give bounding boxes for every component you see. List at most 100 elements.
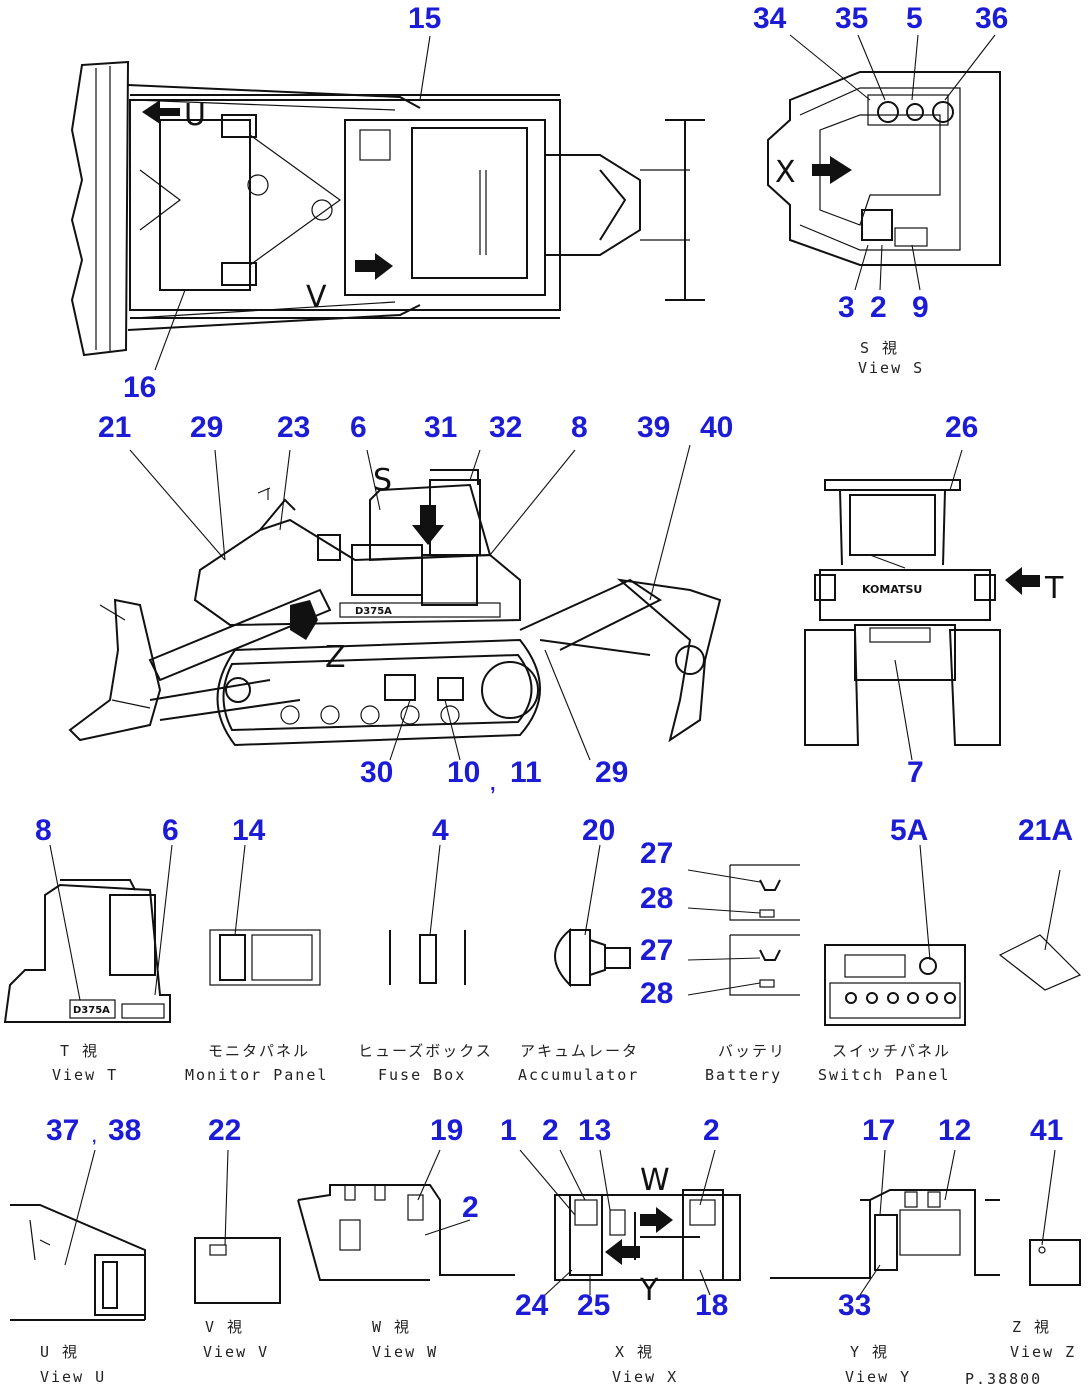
callout-21: 21 [98, 411, 131, 444]
callout-33: 33 [838, 1289, 871, 1322]
caption-view-w-en: View W [372, 1343, 438, 1361]
caption-monitor-jp: モニタパネル [208, 1042, 310, 1060]
view-letter-x: X [775, 155, 796, 190]
callout-21A: 21A [1018, 814, 1073, 847]
caption-battery-en: Battery [705, 1066, 782, 1084]
view-v-drawing [194, 1149, 281, 1304]
callout-12: 12 [938, 1114, 971, 1147]
caption-accum-jp: アキュムレータ [520, 1042, 639, 1060]
callout-41: 41 [1030, 1114, 1063, 1147]
accumulator-drawing [554, 844, 631, 988]
caption-switch-jp: スイッチパネル [832, 1042, 951, 1060]
view-y-drawing [770, 1149, 1000, 1296]
fuse-box-drawing [389, 844, 466, 985]
callout-15: 15 [408, 2, 441, 35]
callout-38: 38 [108, 1114, 141, 1147]
callout-36: 36 [975, 2, 1008, 35]
view-w-drawing [297, 1149, 515, 1281]
callout-2-view-x: 2 [542, 1114, 559, 1147]
callout-37: 37 [46, 1114, 79, 1147]
callout-2: 2 [870, 291, 887, 324]
callout-19: 19 [430, 1114, 463, 1147]
callout-2-view-w: 2 [462, 1191, 479, 1224]
callout-7: 7 [907, 756, 924, 789]
callout-8-view-t: 8 [35, 814, 52, 847]
callout-28-bottom: 28 [640, 977, 673, 1010]
view-t-model-plate: D375A [73, 1005, 110, 1016]
view-letter-u: U [184, 98, 206, 133]
switch-panel-drawing [824, 844, 966, 1026]
view-x-drawing: W Y [519, 1149, 741, 1308]
caption-view-w-jp: W 視 [372, 1318, 411, 1336]
callout-40: 40 [700, 411, 733, 444]
callout-6-view-t: 6 [162, 814, 179, 847]
view-letter-t: T [1044, 571, 1064, 606]
callout-39: 39 [637, 411, 670, 444]
view-u-drawing [10, 1149, 146, 1321]
callout-35: 35 [835, 2, 868, 35]
caption-view-x-jp: X 視 [615, 1343, 654, 1361]
view-letter-z: Z [325, 640, 346, 675]
top-plan-view: U V [70, 35, 705, 371]
comma-37-38: , [92, 1129, 96, 1146]
caption-battery-jp: バッテリ [718, 1042, 786, 1060]
callout-32: 32 [489, 411, 522, 444]
decal-21a-drawing [998, 869, 1082, 991]
callout-29: 29 [190, 411, 223, 444]
callout-2-view-x-right: 2 [703, 1114, 720, 1147]
callout-20: 20 [582, 814, 615, 847]
callout-6: 6 [350, 411, 367, 444]
comma-separator: , [490, 773, 496, 795]
callout-13: 13 [578, 1114, 611, 1147]
rear-brand-plate: KOMATSU [862, 583, 922, 596]
caption-view-y-jp: Y 視 [850, 1343, 889, 1361]
caption-view-s-jp: S 視 [860, 339, 899, 357]
callout-30: 30 [360, 756, 393, 789]
caption-view-s-en: View S [858, 359, 924, 377]
rear-view-drawing: KOMATSU T [804, 449, 1064, 761]
side-view-drawing: D375A S Z [68, 444, 722, 761]
callout-17: 17 [862, 1114, 895, 1147]
callout-14: 14 [232, 814, 266, 847]
callout-10: 10 [447, 756, 480, 789]
caption-accum-en: Accumulator [518, 1066, 639, 1084]
callout-1: 1 [500, 1114, 517, 1147]
callout-8: 8 [571, 411, 588, 444]
callout-34: 34 [753, 2, 787, 35]
caption-view-v-en: View V [203, 1343, 269, 1361]
callout-27-bottom: 27 [640, 934, 673, 967]
monitor-panel-drawing [209, 844, 321, 986]
caption-fuse-en: Fuse Box [378, 1066, 466, 1084]
caption-switch-en: Switch Panel [818, 1066, 950, 1084]
caption-view-z-en: View Z [1010, 1343, 1076, 1361]
caption-view-v-jp: V 視 [205, 1318, 244, 1336]
caption-view-u-jp: U 視 [40, 1343, 79, 1361]
view-z-drawing [1029, 1149, 1081, 1286]
view-s-drawing: X [767, 34, 1001, 291]
caption-view-z-jp: Z 視 [1012, 1318, 1051, 1336]
callout-5A: 5A [890, 814, 928, 847]
callout-31: 31 [424, 411, 457, 444]
view-letter-v: V [306, 280, 327, 315]
callout-24: 24 [515, 1289, 549, 1322]
drawing-code: P.38800 [965, 1370, 1042, 1388]
callout-5: 5 [906, 2, 923, 35]
caption-view-t-en: View T [52, 1066, 118, 1084]
side-model-plate: D375A [355, 606, 392, 617]
view-t-drawing: D375A [3, 844, 173, 1023]
view-letter-w: W [640, 1163, 670, 1198]
caption-fuse-jp: ヒューズボックス [358, 1042, 493, 1060]
callout-9: 9 [912, 291, 929, 324]
caption-monitor-en: Monitor Panel [185, 1066, 328, 1084]
callout-22: 22 [208, 1114, 241, 1147]
caption-view-x-en: View X [612, 1368, 678, 1386]
callout-18: 18 [695, 1289, 728, 1322]
caption-view-t-jp: T 視 [60, 1042, 99, 1060]
callout-4: 4 [432, 814, 449, 847]
caption-view-y-en: View Y [845, 1368, 911, 1386]
callout-29-lower: 29 [595, 756, 628, 789]
callout-3: 3 [838, 291, 855, 324]
callout-25: 25 [577, 1289, 610, 1322]
caption-view-u-en: View U [40, 1368, 106, 1386]
